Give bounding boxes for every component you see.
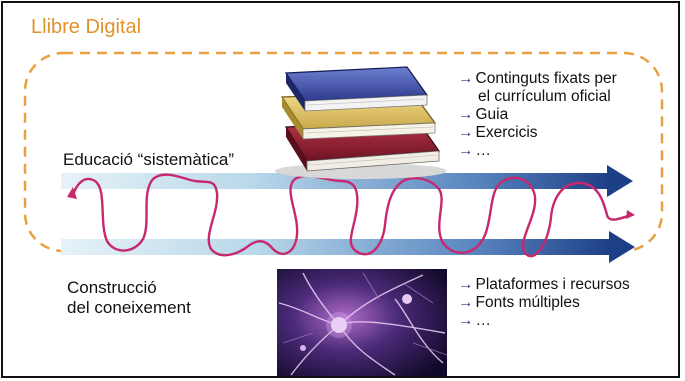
neuron-network-image <box>277 269 447 377</box>
arrow-right-icon: → <box>458 106 474 123</box>
bullet-item: →Fonts múltiples <box>458 294 630 312</box>
bottom-arrow <box>61 231 635 263</box>
bottom-bullet-list: →Plataformes i recursos →Fonts múltiples… <box>458 276 630 330</box>
bullet-text: Exercicis <box>476 124 538 141</box>
stack-of-books-image <box>275 67 447 179</box>
bottom-track-label: Construcció del coneixement <box>67 278 191 318</box>
bullet-item: el currículum oficial <box>458 88 617 106</box>
arrow-right-icon: → <box>458 276 474 293</box>
bullet-item: →Continguts fixats per <box>458 70 617 88</box>
arrow-right-icon: → <box>458 312 474 329</box>
arrow-right-icon: → <box>458 294 474 311</box>
top-track-label: Educació “sistemàtica” <box>63 150 234 170</box>
bullet-text: Fonts múltiples <box>476 294 580 311</box>
bullet-text: el currículum oficial <box>478 88 611 105</box>
bullet-item: →Guia <box>458 106 617 124</box>
bullet-item: →Exercicis <box>458 124 617 142</box>
slide-title: Llibre Digital <box>31 16 141 39</box>
top-bullet-list: →Continguts fixats per el currículum ofi… <box>458 70 617 160</box>
bullet-item: →… <box>458 142 617 160</box>
arrow-right-icon: → <box>458 70 474 87</box>
bottom-track-label-line2: del coneixement <box>67 298 191 318</box>
bullet-text: … <box>476 312 492 329</box>
arrow-right-icon: → <box>458 142 474 159</box>
bullet-item: →… <box>458 312 630 330</box>
bullet-text: Plataformes i recursos <box>476 276 630 293</box>
bullet-text: Guia <box>476 106 509 123</box>
bottom-track-label-line1: Construcció <box>67 278 191 298</box>
arrow-right-icon: → <box>458 124 474 141</box>
bullet-text: Continguts fixats per <box>476 70 617 87</box>
bullet-text: … <box>476 142 492 159</box>
top-track-label-text: Educació “sistemàtica” <box>63 150 234 169</box>
bullet-item: →Plataformes i recursos <box>458 276 630 294</box>
